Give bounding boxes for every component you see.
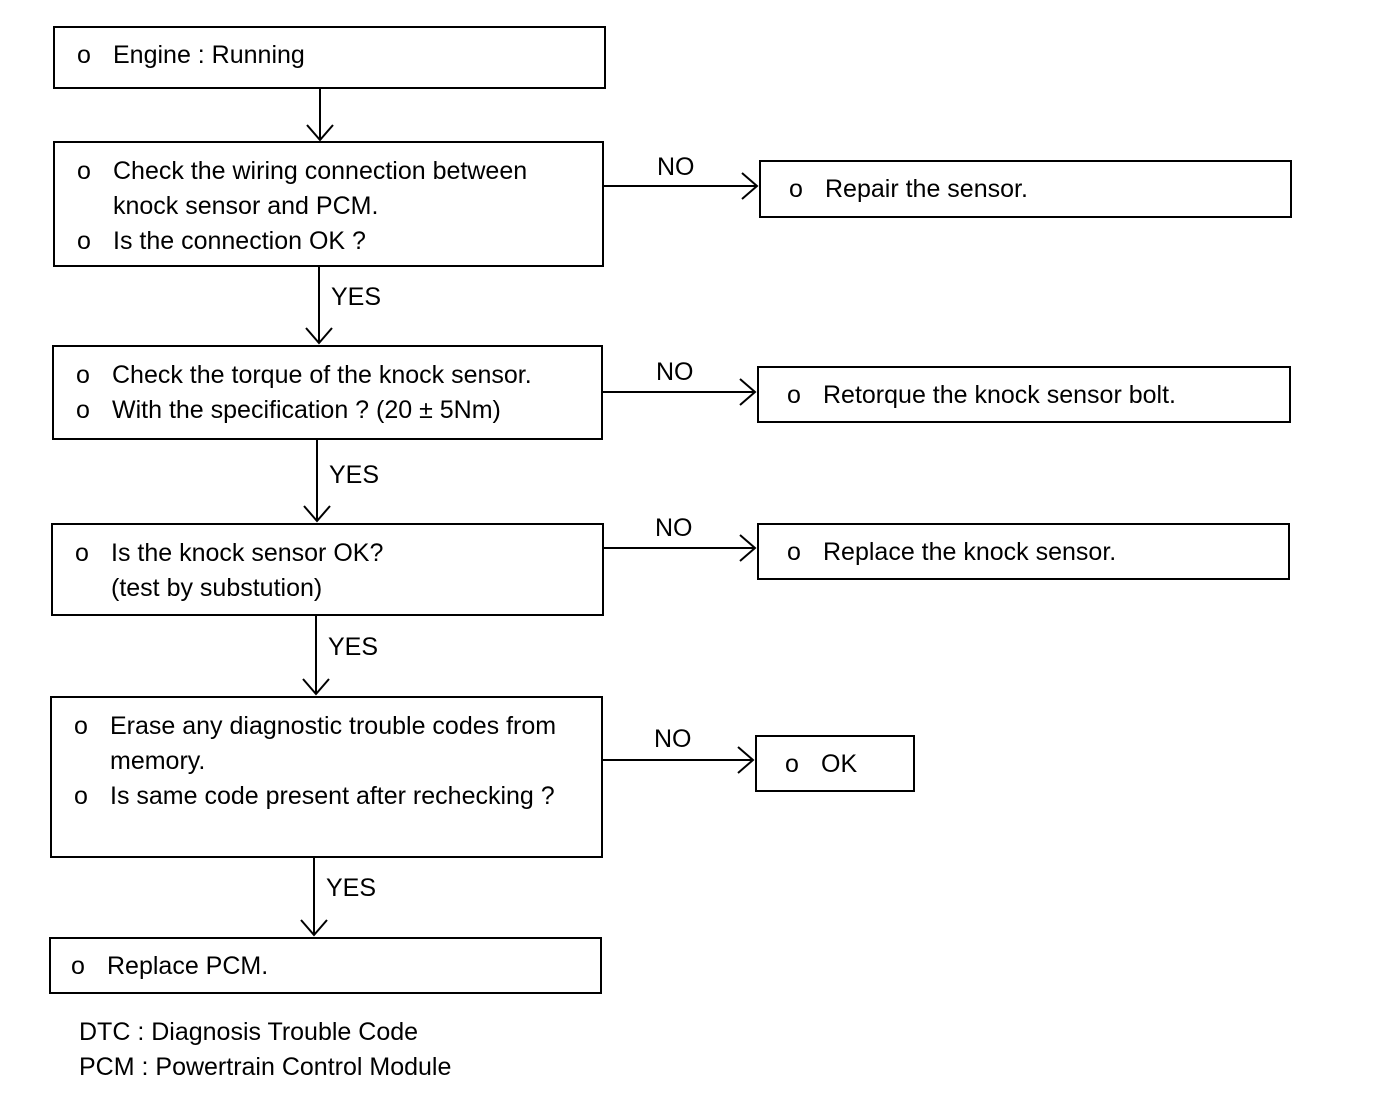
step-box-knock-sensor-ok: o Is the knock sensor OK? (test by substu… [51, 523, 604, 616]
step-text: Erase any diagnostic trouble codes from [110, 712, 557, 740]
step-text: Engine : Running [113, 41, 305, 69]
bullet: o [787, 381, 801, 409]
outcome-box-retorque-bolt: o Retorque the knock sensor bolt. [757, 366, 1291, 423]
outcome-text: Retorque the knock sensor bolt. [823, 381, 1176, 409]
bullet: o [77, 157, 91, 185]
outcome-text: Repair the sensor. [825, 175, 1028, 203]
step-text: Is the knock sensor OK? [111, 539, 384, 567]
bullet: o [75, 539, 89, 567]
outcome-box-replace-knock-sensor: o Replace the knock sensor. [757, 523, 1290, 580]
step-box-engine-running: o Engine : Running [53, 26, 606, 89]
step-text: Replace PCM. [107, 952, 269, 980]
down-arrow [303, 440, 331, 523]
bullet: o [785, 750, 799, 778]
bullet: o [74, 782, 88, 810]
bullet: o [74, 712, 88, 740]
step-text: Is same code present after rechecking ? [110, 782, 555, 810]
yes-label: YES [331, 283, 382, 311]
no-label: NO [654, 725, 692, 753]
down-arrow [306, 89, 334, 142]
outcome-box-repair-sensor: o Repair the sensor. [759, 160, 1292, 218]
step-text: With the specification ? (20 ± 5Nm) [112, 396, 501, 424]
down-arrow [302, 616, 330, 696]
outcome-text: Replace the knock sensor. [823, 538, 1117, 566]
step-text: memory. [110, 747, 206, 775]
step-box-check-torque: o Check the torque of the knock sensor. o… [52, 345, 603, 440]
bullet: o [77, 41, 91, 69]
bullet: o [76, 361, 90, 389]
bullet: o [789, 175, 803, 203]
step-text: (test by substution) [111, 574, 323, 602]
bullet: o [71, 952, 85, 980]
legend-dtc: DTC : Diagnosis Trouble Code [79, 1018, 419, 1046]
step-text: Check the torque of the knock sensor. [112, 361, 532, 389]
no-label: NO [656, 358, 694, 386]
step-box-replace-pcm: o Replace PCM. [49, 937, 602, 994]
outcome-text: OK [821, 750, 858, 778]
step-text: Check the wiring connection between [113, 157, 528, 185]
yes-label: YES [326, 874, 377, 902]
step-text: Is the connection OK ? [113, 227, 366, 255]
down-arrow [300, 858, 328, 937]
legend-pcm: PCM : Powertrain Control Module [79, 1053, 452, 1081]
bullet: o [76, 396, 90, 424]
yes-label: YES [328, 633, 379, 661]
step-text: knock sensor and PCM. [113, 192, 379, 220]
down-arrow [305, 267, 333, 345]
bullet: o [77, 227, 91, 255]
no-label: NO [657, 153, 695, 181]
yes-label: YES [329, 461, 380, 489]
step-box-check-wiring: o Check the wiring connection between kno… [53, 141, 604, 267]
bullet: o [787, 538, 801, 566]
outcome-box-ok: o OK [755, 735, 915, 792]
step-box-erase-dtc: o Erase any diagnostic trouble codes from… [50, 696, 603, 858]
no-label: NO [655, 514, 693, 542]
